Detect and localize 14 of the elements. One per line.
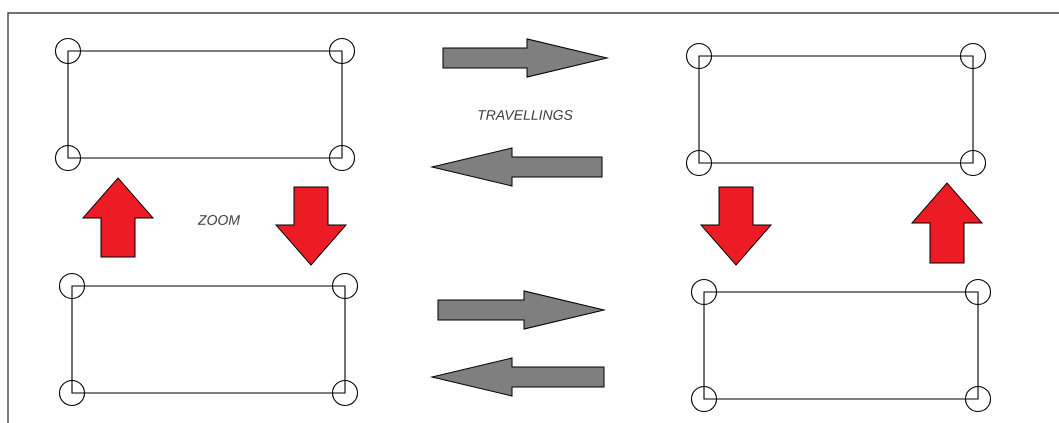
corner-marked-box — [58, 272, 359, 407]
caption-text: TRAVELLINGS — [478, 110, 573, 120]
corner-marked-box — [54, 37, 356, 172]
block-arrow — [82, 177, 154, 258]
block-arrow — [700, 186, 772, 266]
block-arrow — [275, 186, 347, 266]
caption-text: ZOOM — [197, 215, 240, 225]
block-arrow — [442, 38, 608, 78]
corner-marked-box — [690, 278, 992, 413]
block-arrow — [431, 147, 603, 187]
block-arrow — [431, 357, 605, 397]
block-arrow — [911, 182, 983, 264]
block-arrow — [437, 290, 605, 330]
corner-marked-box — [685, 42, 987, 177]
